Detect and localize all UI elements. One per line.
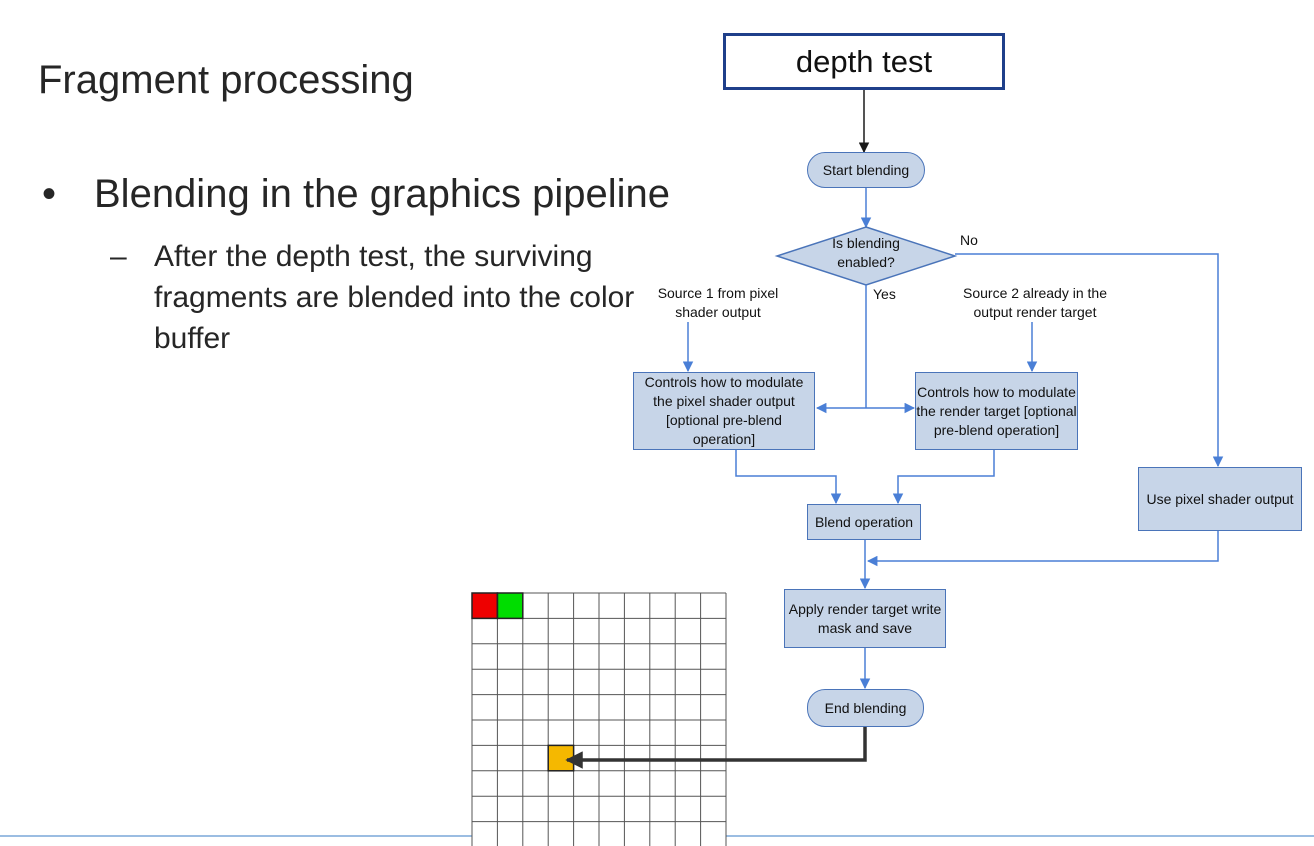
yes-label: Yes [873, 286, 896, 302]
start-blending-node: Start blending [807, 152, 925, 188]
arrow-target-modulate-to-blend [892, 450, 995, 505]
source1-label: Source 1 from pixel shader output [657, 285, 779, 320]
arrow-use-pixel-to-merge [866, 531, 1219, 567]
modulate-target-box: Controls how to modulate the render targ… [915, 372, 1078, 450]
no-label: No [960, 232, 978, 248]
slide-title: Fragment processing [38, 58, 414, 102]
arrow-end-to-buffer [565, 727, 867, 769]
filled-pixel-0 [472, 593, 498, 619]
bullet-text: Blending in the graphics pipeline [94, 172, 670, 216]
filled-pixel-1 [497, 593, 523, 619]
source2-label: Source 2 already in the output render ta… [963, 285, 1107, 320]
end-blending-node: End blending [807, 689, 924, 727]
use-pixel-shader-box: Use pixel shader output [1138, 467, 1302, 531]
decision-label: Is blending enabled? [832, 235, 900, 270]
apply-mask-box: Apply render target write mask and save [784, 589, 946, 648]
arrow-no-branch [955, 253, 1224, 468]
depth-test-box: depth test [723, 33, 1005, 90]
filled-pixel-border-1 [496, 592, 524, 620]
bullet-dot: • [42, 172, 57, 216]
blend-operation-box: Blend operation [807, 504, 921, 540]
sub-bullet-dash: – [110, 240, 127, 273]
arrow-pixel-modulate-to-blend [735, 450, 842, 505]
sub-bullet-text: After the depth test, the surviving frag… [154, 240, 635, 355]
modulate-pixel-box: Controls how to modulate the pixel shade… [633, 372, 815, 450]
